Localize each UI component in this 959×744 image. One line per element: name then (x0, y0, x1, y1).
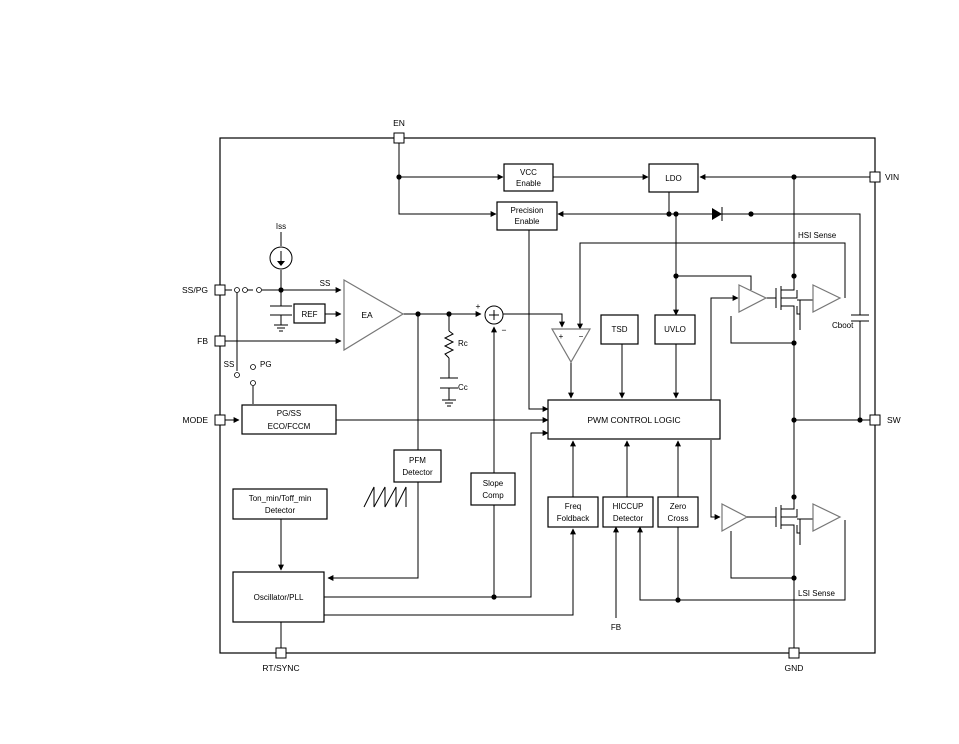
pin-sw-label: SW (887, 415, 901, 425)
vcc-enable-block: VCC Enable (503, 163, 554, 192)
svg-text:Detector: Detector (613, 514, 644, 523)
ea-amplifier: EA (343, 278, 405, 352)
iss-current-source: Iss (269, 222, 293, 270)
pin-mode (214, 414, 226, 426)
svg-text:Iss: Iss (276, 222, 286, 231)
pin-vin (869, 171, 881, 183)
low-side-fet (775, 497, 842, 545)
pin-ss-pg-label: SS/PG (182, 285, 208, 295)
ss-switch-label: SS (224, 360, 235, 369)
cboot-capacitor: Cboot (832, 314, 869, 330)
pwm-comparator: + − (550, 328, 592, 364)
uvlo-block: UVLO (654, 314, 696, 345)
pin-en (393, 132, 405, 144)
ss-capacitor (270, 305, 292, 316)
svg-text:PFM: PFM (409, 456, 426, 465)
pin-mode-label: MODE (183, 415, 209, 425)
svg-text:LDO: LDO (665, 174, 681, 183)
svg-text:Cboot: Cboot (832, 321, 854, 330)
pin-rt-sync (275, 647, 287, 659)
svg-text:Precision: Precision (511, 206, 544, 215)
cc-capacitor: Cc (440, 377, 468, 392)
svg-text:Cross: Cross (668, 514, 689, 523)
svg-text:HICCUP: HICCUP (613, 502, 644, 511)
svg-text:+: + (559, 332, 564, 341)
sawtooth-waveform-icon (363, 486, 407, 508)
svg-text:Rc: Rc (458, 339, 468, 348)
svg-text:Enable: Enable (516, 179, 541, 188)
pin-gnd-label: GND (785, 663, 804, 673)
svg-text:−: − (579, 332, 584, 341)
hiccup-detector-block: HICCUP Detector (602, 496, 654, 528)
oscillator-pll-block: Oscillator/PLL (232, 571, 325, 623)
freq-foldback-block: Freq Foldback (547, 496, 599, 528)
high-side-driver (738, 284, 768, 313)
svg-text:ECO/FCCM: ECO/FCCM (268, 422, 311, 431)
svg-text:Comp: Comp (482, 491, 504, 500)
ldo-block: LDO (648, 163, 699, 193)
precision-enable-block: Precision Enable (496, 201, 558, 231)
lsi-sense-label: LSI Sense (798, 589, 835, 598)
wires (224, 142, 870, 649)
pin-rt-sync-label: RT/SYNC (262, 663, 299, 673)
svg-text:Cc: Cc (458, 383, 468, 392)
svg-text:EA: EA (361, 310, 373, 320)
high-side-fet (775, 278, 842, 330)
svg-text:Detector: Detector (402, 468, 433, 477)
pin-sw (869, 414, 881, 426)
low-side-driver (721, 503, 766, 533)
ton-toff-detector-block: Ton_min/Toff_min Detector (232, 488, 328, 520)
zero-cross-block: Zero Cross (657, 496, 699, 528)
rc-resistor: Rc (443, 330, 468, 359)
hsi-sense-label: HSI Sense (798, 231, 837, 240)
ref-block: REF (293, 303, 326, 324)
svg-text:+: + (476, 301, 481, 311)
svg-text:PWM CONTROL LOGIC: PWM CONTROL LOGIC (587, 415, 680, 425)
tsd-block: TSD (600, 314, 639, 345)
pin-gnd (788, 647, 800, 659)
svg-text:TSD: TSD (612, 325, 628, 334)
svg-text:−: − (502, 325, 507, 335)
pins: EN VIN SS/PG FB MODE SW RT/SYNC GND FB (182, 118, 901, 673)
svg-text:REF: REF (302, 310, 318, 319)
junction-dots (278, 174, 863, 603)
summing-junction: + − (476, 301, 507, 335)
pin-vin-label: VIN (885, 172, 899, 182)
pg-switch-label: PG (260, 360, 272, 369)
pin-en-label: EN (393, 118, 405, 128)
pwm-control-logic-block: PWM CONTROL LOGIC (547, 399, 721, 440)
svg-text:PG/SS: PG/SS (277, 409, 301, 418)
svg-text:Enable: Enable (515, 217, 540, 226)
svg-text:Slope: Slope (483, 479, 504, 488)
mux-switch-contacts (234, 287, 262, 386)
fb-bottom-label: FB (611, 623, 621, 632)
svg-text:Ton_min/Toff_min: Ton_min/Toff_min (249, 494, 312, 503)
svg-text:Detector: Detector (265, 506, 296, 515)
pg-ss-eco-fccm-block: PG/SS ECO/FCCM (241, 404, 337, 435)
pin-fb-label: FB (197, 336, 208, 346)
svg-text:Oscillator/PLL: Oscillator/PLL (254, 593, 304, 602)
svg-text:Foldback: Foldback (557, 514, 590, 523)
svg-text:Freq: Freq (565, 502, 581, 511)
pin-ss-pg (214, 284, 226, 296)
slope-comp-block: Slope Comp (470, 472, 516, 506)
svg-text:VCC: VCC (520, 168, 537, 177)
ic-outline (219, 137, 876, 654)
pin-fb (214, 335, 226, 347)
bootstrap-diode-icon (712, 207, 723, 221)
svg-text:UVLO: UVLO (664, 325, 686, 334)
svg-text:Zero: Zero (670, 502, 687, 511)
pfm-detector-block: PFM Detector (393, 449, 442, 483)
ss-wire-label: SS (320, 279, 331, 288)
